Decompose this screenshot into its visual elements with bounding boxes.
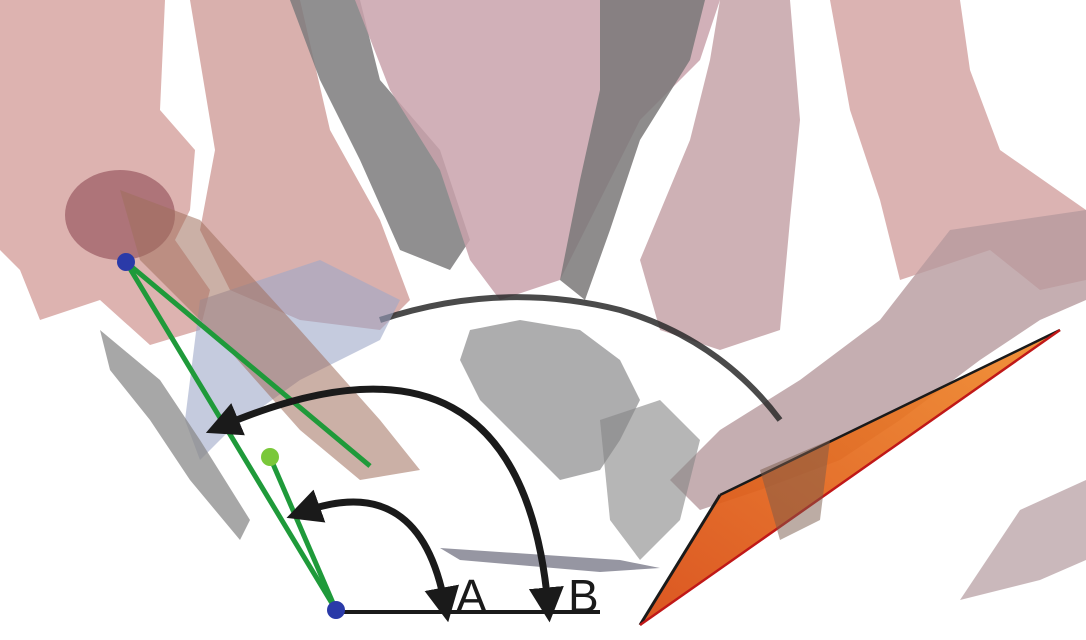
angle-b-label: B	[568, 570, 599, 622]
right-lower-lobe	[670, 210, 1086, 510]
orange-plane	[638, 328, 1061, 627]
green-point	[261, 448, 279, 466]
anatomy-surfaces	[0, 0, 1086, 600]
right-upper-surface	[640, 0, 800, 350]
landmark-points	[117, 253, 345, 619]
right-bottom-shard	[960, 480, 1086, 600]
plane-bottom-edge	[639, 328, 1061, 627]
pelvic-brim-arc	[379, 294, 783, 422]
plane-overlap-shade	[760, 440, 830, 540]
plane-left-edge	[638, 494, 722, 626]
blue-point-upper	[117, 253, 135, 271]
pubic-strip	[440, 548, 660, 572]
blue-point-base	[327, 601, 345, 619]
grey-column-left	[290, 0, 470, 270]
right-center-grey	[600, 400, 700, 560]
right-iliac-surface	[830, 0, 1086, 290]
grey-column-right	[560, 0, 705, 300]
left-upper-fold	[190, 0, 410, 330]
angle-arcs	[205, 385, 564, 623]
central-lower-mass	[460, 320, 640, 480]
green-line-point-to-base	[267, 456, 339, 611]
angle-arc-b	[205, 385, 564, 623]
angle-a-label: A	[456, 570, 487, 622]
